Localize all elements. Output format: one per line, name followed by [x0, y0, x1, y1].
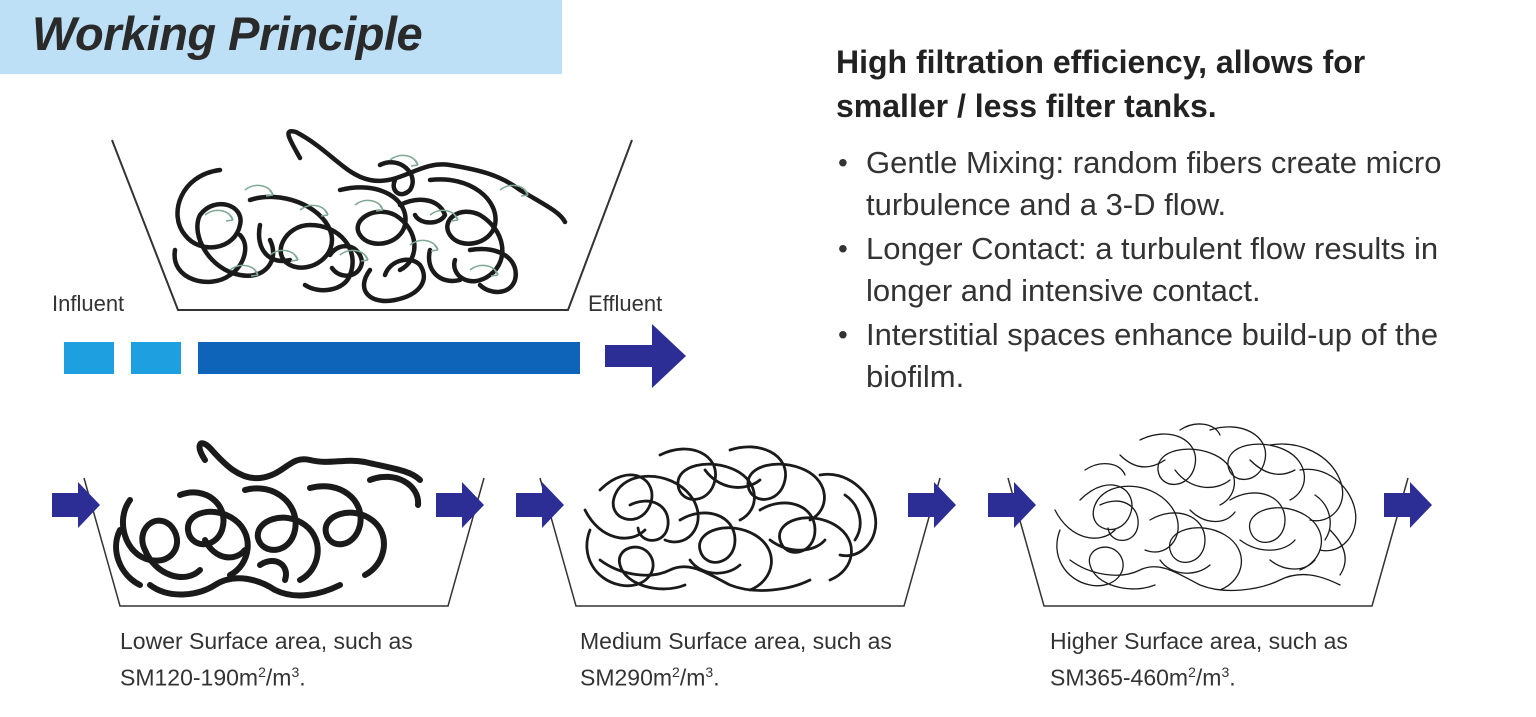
flow-segment-2	[131, 342, 181, 374]
influent-label: Influent	[52, 291, 125, 316]
flow-segment-1	[64, 342, 114, 374]
main-tank-fibers	[172, 129, 568, 304]
caption-low: Lower Surface area, such as SM120-190m2/…	[120, 628, 413, 691]
arrow-in-2	[516, 482, 564, 528]
arrow-out-3	[1384, 482, 1432, 528]
fibers-high	[1054, 423, 1357, 592]
bullet-list: •Gentle Mixing: random fibers create mic…	[836, 142, 1516, 400]
tank-high	[1007, 477, 1409, 607]
caption-high: Higher Surface area, such as SM365-460m2…	[1050, 628, 1348, 691]
main-flow-arrow	[605, 324, 686, 388]
tank-medium	[539, 477, 941, 607]
tank-low	[83, 477, 485, 607]
headline: High filtration efficiency, allows for s…	[836, 44, 1366, 124]
page-title: Working Principle	[32, 7, 423, 60]
main-tank	[111, 139, 633, 311]
effluent-label: Effluent	[588, 291, 663, 316]
bullet-item: •Longer Contact: a turbulent flow result…	[838, 231, 1439, 308]
arrow-out-1	[436, 482, 484, 528]
arrow-out-2	[908, 482, 956, 528]
fibers-low	[113, 440, 423, 599]
arrow-in-3	[988, 482, 1036, 528]
caption-medium: Medium Surface area, such as SM290m2/m3.	[580, 628, 892, 691]
flow-segment-3	[198, 342, 580, 374]
flow-swirl-arrows	[204, 154, 529, 277]
bullet-item: •Gentle Mixing: random fibers create mic…	[838, 145, 1442, 222]
title-banner	[0, 0, 562, 74]
arrow-in-1	[52, 482, 100, 528]
fibers-medium	[583, 445, 878, 592]
bullet-item: •Interstitial spaces enhance build-up of…	[838, 317, 1439, 394]
